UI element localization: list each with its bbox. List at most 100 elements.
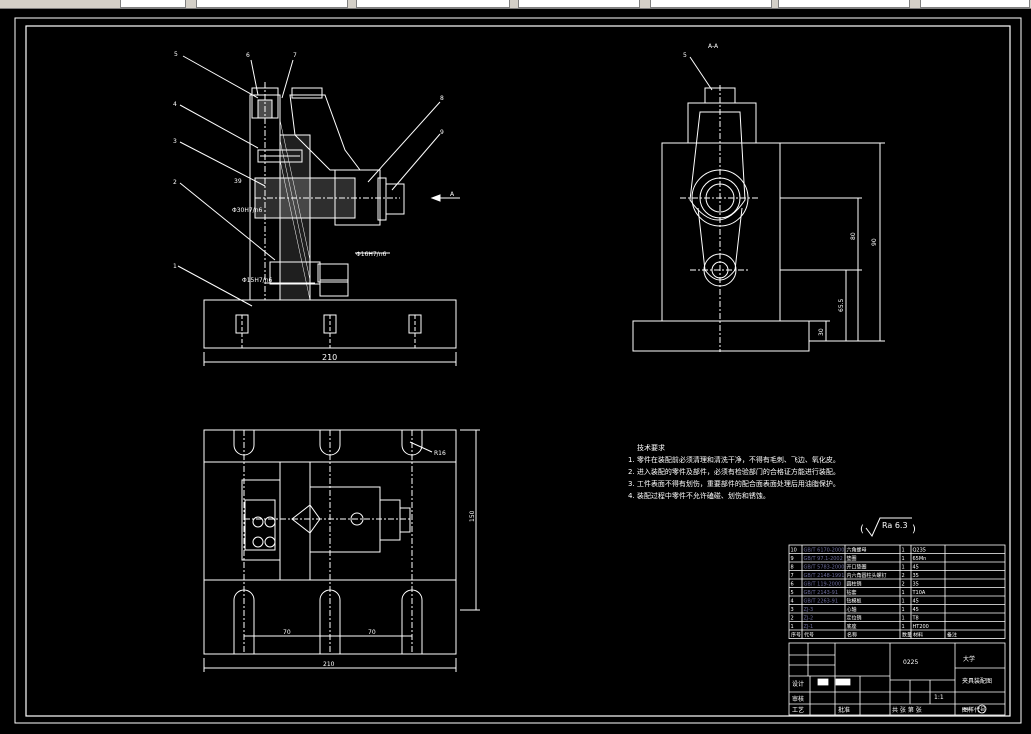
plan-view-labels: 70 70 210 150 R16 — [283, 450, 476, 668]
school-name: 大学 — [963, 655, 975, 663]
bom-cell: 4 — [791, 599, 794, 605]
bom-cell: 定位销 — [847, 615, 862, 622]
title-block — [788, 642, 1006, 716]
bom-cell: 6 — [791, 582, 794, 588]
drawing-name: 夹具装配图 — [962, 677, 992, 685]
svg-text:(: ( — [860, 524, 864, 535]
process-label: 工艺 — [792, 706, 804, 714]
callout-4: 4 — [173, 101, 177, 108]
tech-title: 技术要求 — [637, 443, 665, 452]
outer-border — [14, 17, 1022, 724]
misc-dropdown[interactable] — [920, 0, 1030, 8]
bom-header-cell: 备注 — [947, 632, 957, 639]
bom-cell: 2 — [791, 616, 794, 622]
dim-30: 30 — [818, 328, 825, 336]
callout-3: 3 — [173, 138, 177, 145]
front-view-labels: 5 4 3 2 1 6 7 8 9 A 210 39 Φ30H7/n6 Φ16H… — [173, 51, 455, 362]
style-dropdown[interactable] — [196, 0, 348, 8]
tech-item-4: 4. 装配过程中零件不允许磕碰、划伤和锈蚀。 — [628, 491, 770, 500]
bom-cell: 1 — [902, 624, 905, 630]
color-dropdown[interactable] — [778, 0, 910, 8]
drawing-code: 0225 — [903, 659, 918, 666]
title-block-labels: 0225 大学 夹具装配图 图样代号 1:1 设计 审核 工艺 批准 共 张 第… — [792, 655, 992, 714]
bom-header-cell: 名称 — [847, 632, 857, 639]
tech-item-2: 2. 进入装配的零件及部件，必须有检验部门的合格证方能进行装配。 — [628, 467, 840, 476]
dim-65: 65.5 — [838, 298, 845, 312]
toolbar-strip — [0, 0, 1031, 9]
section-label: A-A — [708, 43, 719, 50]
dim-90: 90 — [871, 238, 878, 246]
bom-cell: ZJ-2 — [804, 616, 814, 622]
bom-cell: 1 — [791, 624, 794, 630]
bom-cell: 2 — [902, 582, 905, 588]
bom-cell: 45 — [913, 565, 919, 571]
section-view — [632, 56, 885, 352]
bom-cell: GB/T 2143-91 — [804, 590, 839, 596]
section-arrow-label: A — [450, 191, 455, 198]
linetype-dropdown[interactable] — [356, 0, 510, 8]
bom-cell: 开口垫圈 — [847, 564, 867, 571]
bom-cell: GB/T 6170-2000 — [804, 548, 845, 554]
bom-cell: 45 — [913, 599, 919, 605]
bom-cell: 9 — [791, 556, 794, 562]
bom-cell: 钻套 — [847, 589, 857, 596]
callout-9: 9 — [440, 129, 444, 136]
bom-cell: HT200 — [913, 624, 929, 630]
drawing-canvas[interactable]: 5 4 3 2 1 6 7 8 9 A 210 39 Φ30H7/n6 Φ16H… — [0, 9, 1031, 734]
design-label: 设计 — [792, 680, 804, 688]
bom-cell: T8 — [912, 616, 919, 622]
bom-cell: 钻模板 — [847, 598, 862, 605]
bom-cell: Q235 — [913, 548, 926, 554]
bom-cell: ZJ-1 — [804, 624, 814, 630]
roughness-symbol: Ra 6.3 ( ) — [860, 517, 916, 537]
plotstyle-dropdown[interactable] — [650, 0, 772, 8]
technical-requirements: 技术要求 1. 零件在装配前必须清理和清洗干净，不得有毛刺、飞边、氧化皮。 2.… — [628, 443, 840, 500]
bom-cell: 2 — [902, 573, 905, 579]
dim-80: 80 — [850, 232, 857, 240]
lineweight-dropdown[interactable] — [518, 0, 640, 8]
bom-header-cell: 序号 — [791, 632, 801, 639]
bom-cell: 3 — [791, 607, 794, 613]
layer-dropdown[interactable] — [120, 0, 186, 8]
dim-width-plan: 210 — [323, 661, 335, 668]
roughness-value: Ra 6.3 — [882, 521, 908, 530]
bom-cell: 1 — [902, 607, 905, 613]
approve-label: 批准 — [838, 706, 850, 714]
bom-cell: 1 — [902, 599, 905, 605]
bom-cell: 心轴 — [847, 606, 857, 613]
sheet-text: 共 张 第 张 — [892, 706, 922, 714]
callout-8: 8 — [440, 95, 444, 102]
bom-cell: GB/T 2148-1991 — [804, 573, 845, 579]
bom-cell: 1 — [902, 548, 905, 554]
scale-value: 1:1 — [934, 694, 944, 701]
dim-plan-height: 150 — [469, 510, 476, 522]
bom-cell: 1 — [902, 590, 905, 596]
tech-item-1: 1. 零件在装配前必须清理和清洗干净，不得有毛刺、飞边、氧化皮。 — [628, 455, 840, 464]
bom-cell: 45 — [913, 607, 919, 613]
dim-radius: R16 — [434, 450, 446, 457]
inner-border — [25, 25, 1011, 717]
bom-cell: 圆柱销 — [847, 581, 862, 588]
bom-cell: GB/T 97.1-2002 — [804, 556, 843, 562]
bom-cell: T10A — [912, 590, 926, 596]
bom-cell: 内六角圆柱头螺钉 — [847, 572, 887, 579]
dim-fit1: Φ30H7/n6 — [232, 207, 263, 214]
tech-item-3: 3. 工件表面不得有划伤，重要部件的配合面表面处理后用油脂保护。 — [628, 479, 840, 488]
bom-header-cell: 数量 — [902, 632, 912, 639]
bom-cell: GB/T 5783-2000 — [804, 565, 845, 571]
callout-5: 5 — [174, 51, 178, 58]
bom-cell: GB/T 119-2000 — [804, 582, 842, 588]
dim-70-b: 70 — [368, 629, 376, 636]
section-view-labels: A-A 5 90 80 65.5 30 — [683, 43, 878, 336]
projection-label: 图样代号 — [962, 706, 986, 714]
plan-view — [203, 429, 480, 672]
bom-cell: 六角螺母 — [847, 547, 867, 554]
front-view — [177, 55, 460, 366]
bom-cell: 1 — [902, 556, 905, 562]
bom-cell: 7 — [791, 573, 794, 579]
bom-cell: 35 — [913, 573, 919, 579]
section-callout-5: 5 — [683, 52, 687, 59]
bom-header-cell: 代号 — [804, 632, 814, 639]
callout-7: 7 — [293, 52, 297, 59]
